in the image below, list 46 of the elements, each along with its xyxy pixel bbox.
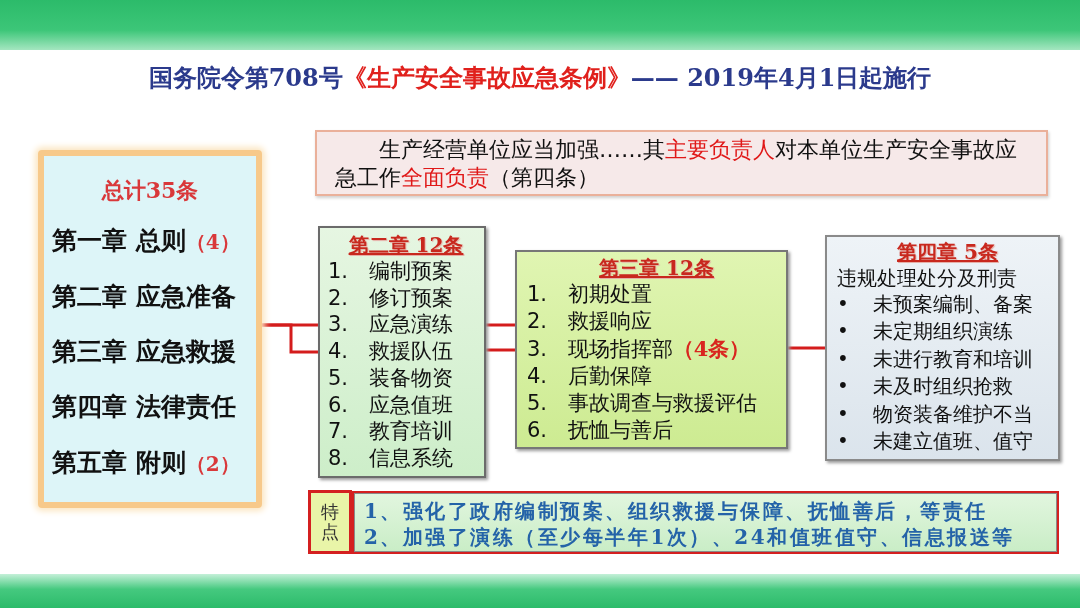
list-item: 2. 修订预案 xyxy=(328,284,453,312)
bullet-item: • 未进行教育和培训 xyxy=(837,345,1034,373)
chapter-line: 第一章 总则（4） xyxy=(52,226,240,257)
bullet-item: • 未定期组织演练 xyxy=(837,318,1014,346)
chapter-line: 第四章 法律责任 xyxy=(52,392,236,422)
list-item: 2. 救援响应 xyxy=(527,308,652,335)
list-item: 6. 抚恤与善后 xyxy=(527,417,673,444)
card-heading: 第三章 12条 xyxy=(599,255,714,281)
list-item: 7. 教育培训 xyxy=(328,418,453,445)
list-item: 3. 现场指挥部（4条） xyxy=(527,335,751,363)
chapter-card xyxy=(515,250,788,449)
chapter-line: 第三章 应急救援 xyxy=(52,337,236,367)
chapter-line: 第二章 应急准备 xyxy=(52,282,236,312)
page-title: 国务院令第708号《生产安全事故应急条例》—— 2019年4月1日起施行 xyxy=(148,63,932,93)
bullet-item: • 物资装备维护不当 xyxy=(837,400,1034,428)
bullet-item: • 未及时组织抢救 xyxy=(837,373,1014,401)
list-item: 1. 编制预案 xyxy=(328,258,453,285)
feature-tag xyxy=(308,490,352,554)
card-heading: 第四章 5条 xyxy=(897,239,998,265)
list-item: 1. 初期处置 xyxy=(527,281,652,308)
chapter-card xyxy=(318,226,486,478)
total-count-heading: 总计35条 xyxy=(101,176,199,205)
bullet-item: • 未预案编制、备案 xyxy=(837,291,1034,318)
quote-panel xyxy=(315,130,1048,196)
feature-line: 2、加强了演练（至少每半年1次）、24和值班值守、信息报送等 xyxy=(364,524,1015,550)
card-subtitle: 违规处理处分及刑责 xyxy=(837,265,1017,291)
list-item: 6. 应急值班 xyxy=(328,391,453,419)
connector-line xyxy=(788,346,825,350)
quote-text: 生产经营单位应当加强……其主要负责人对本单位生产安全事故应急工作全面负责（第四条） xyxy=(335,136,1018,192)
bullet-item: • 未建立值班、值守 xyxy=(837,428,1034,456)
list-item: 3. 应急演练 xyxy=(328,311,453,339)
connector-line xyxy=(486,323,515,327)
chapter-summary-panel xyxy=(38,150,262,508)
feature-panel xyxy=(352,491,1059,554)
list-item: 5. 事故调查与救援评估 xyxy=(527,390,757,417)
list-item: 5. 装备物资 xyxy=(328,364,453,392)
card-heading: 第二章 12条 xyxy=(348,232,464,258)
chapter-line: 第五章 附则（2） xyxy=(52,448,240,479)
connector-line xyxy=(486,348,515,352)
list-item: 4. 救援队伍 xyxy=(328,338,453,365)
chapter-card xyxy=(825,235,1060,461)
list-item: 4. 后勤保障 xyxy=(527,363,652,390)
tag-label: 特点 xyxy=(321,502,339,542)
connector-line xyxy=(262,323,318,354)
feature-line: 1、强化了政府编制预案、组织救援与保障、抚恤善后，等责任 xyxy=(364,498,988,524)
list-item: 8. 信息系统 xyxy=(328,444,453,472)
